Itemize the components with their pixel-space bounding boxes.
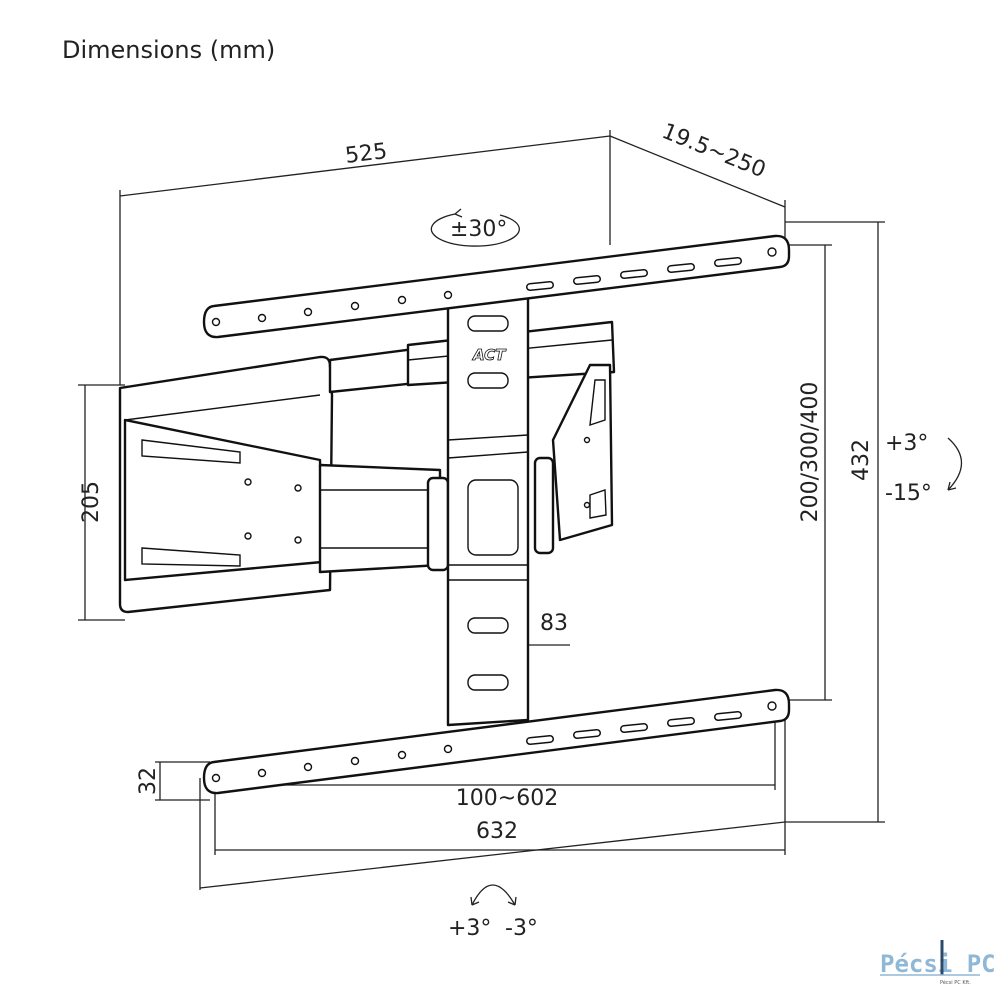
rail-width-label: 632	[476, 819, 518, 844]
watermark-name: Pécsi PC	[880, 950, 996, 978]
tilt-arrow-icon	[947, 481, 957, 491]
vesa-vertical-label: 200/300/400	[798, 382, 823, 523]
level-plus-label: +3°	[448, 916, 491, 941]
level-arc-icon	[471, 884, 516, 906]
act-logo: ACT	[472, 346, 507, 364]
depth-label: 19.5~250	[658, 119, 769, 183]
tilt-arc-icon	[947, 437, 962, 491]
wall-plate	[118, 320, 616, 614]
vertical-plate: ACT	[446, 294, 530, 727]
swivel-indicator	[430, 208, 520, 247]
diagram-title: Dimensions (mm)	[62, 36, 276, 64]
hinge-left	[426, 476, 450, 572]
level-arrow-icon	[470, 896, 517, 906]
top-rail	[202, 234, 791, 339]
width-label: 525	[344, 139, 389, 169]
swivel-label: ±30°	[450, 217, 507, 242]
rail-height-label: 32	[136, 767, 161, 795]
total-height-label: 432	[849, 439, 874, 481]
watermark: Pécsi PC Pécsi PC Kft.	[880, 940, 996, 986]
plate-width-label: 83	[540, 611, 568, 636]
watermark-sub: Pécsi PC Kft.	[940, 979, 971, 986]
vesa-horizontal-label: 100~602	[456, 786, 558, 811]
tilt-down-label: -15°	[885, 481, 932, 506]
bottom-rail	[202, 688, 791, 795]
wall-plate-height-label: 205	[79, 481, 104, 523]
tilt-up-label: +3°	[885, 431, 928, 456]
tilt-bracket	[533, 363, 614, 555]
level-minus-label: -3°	[505, 916, 538, 941]
